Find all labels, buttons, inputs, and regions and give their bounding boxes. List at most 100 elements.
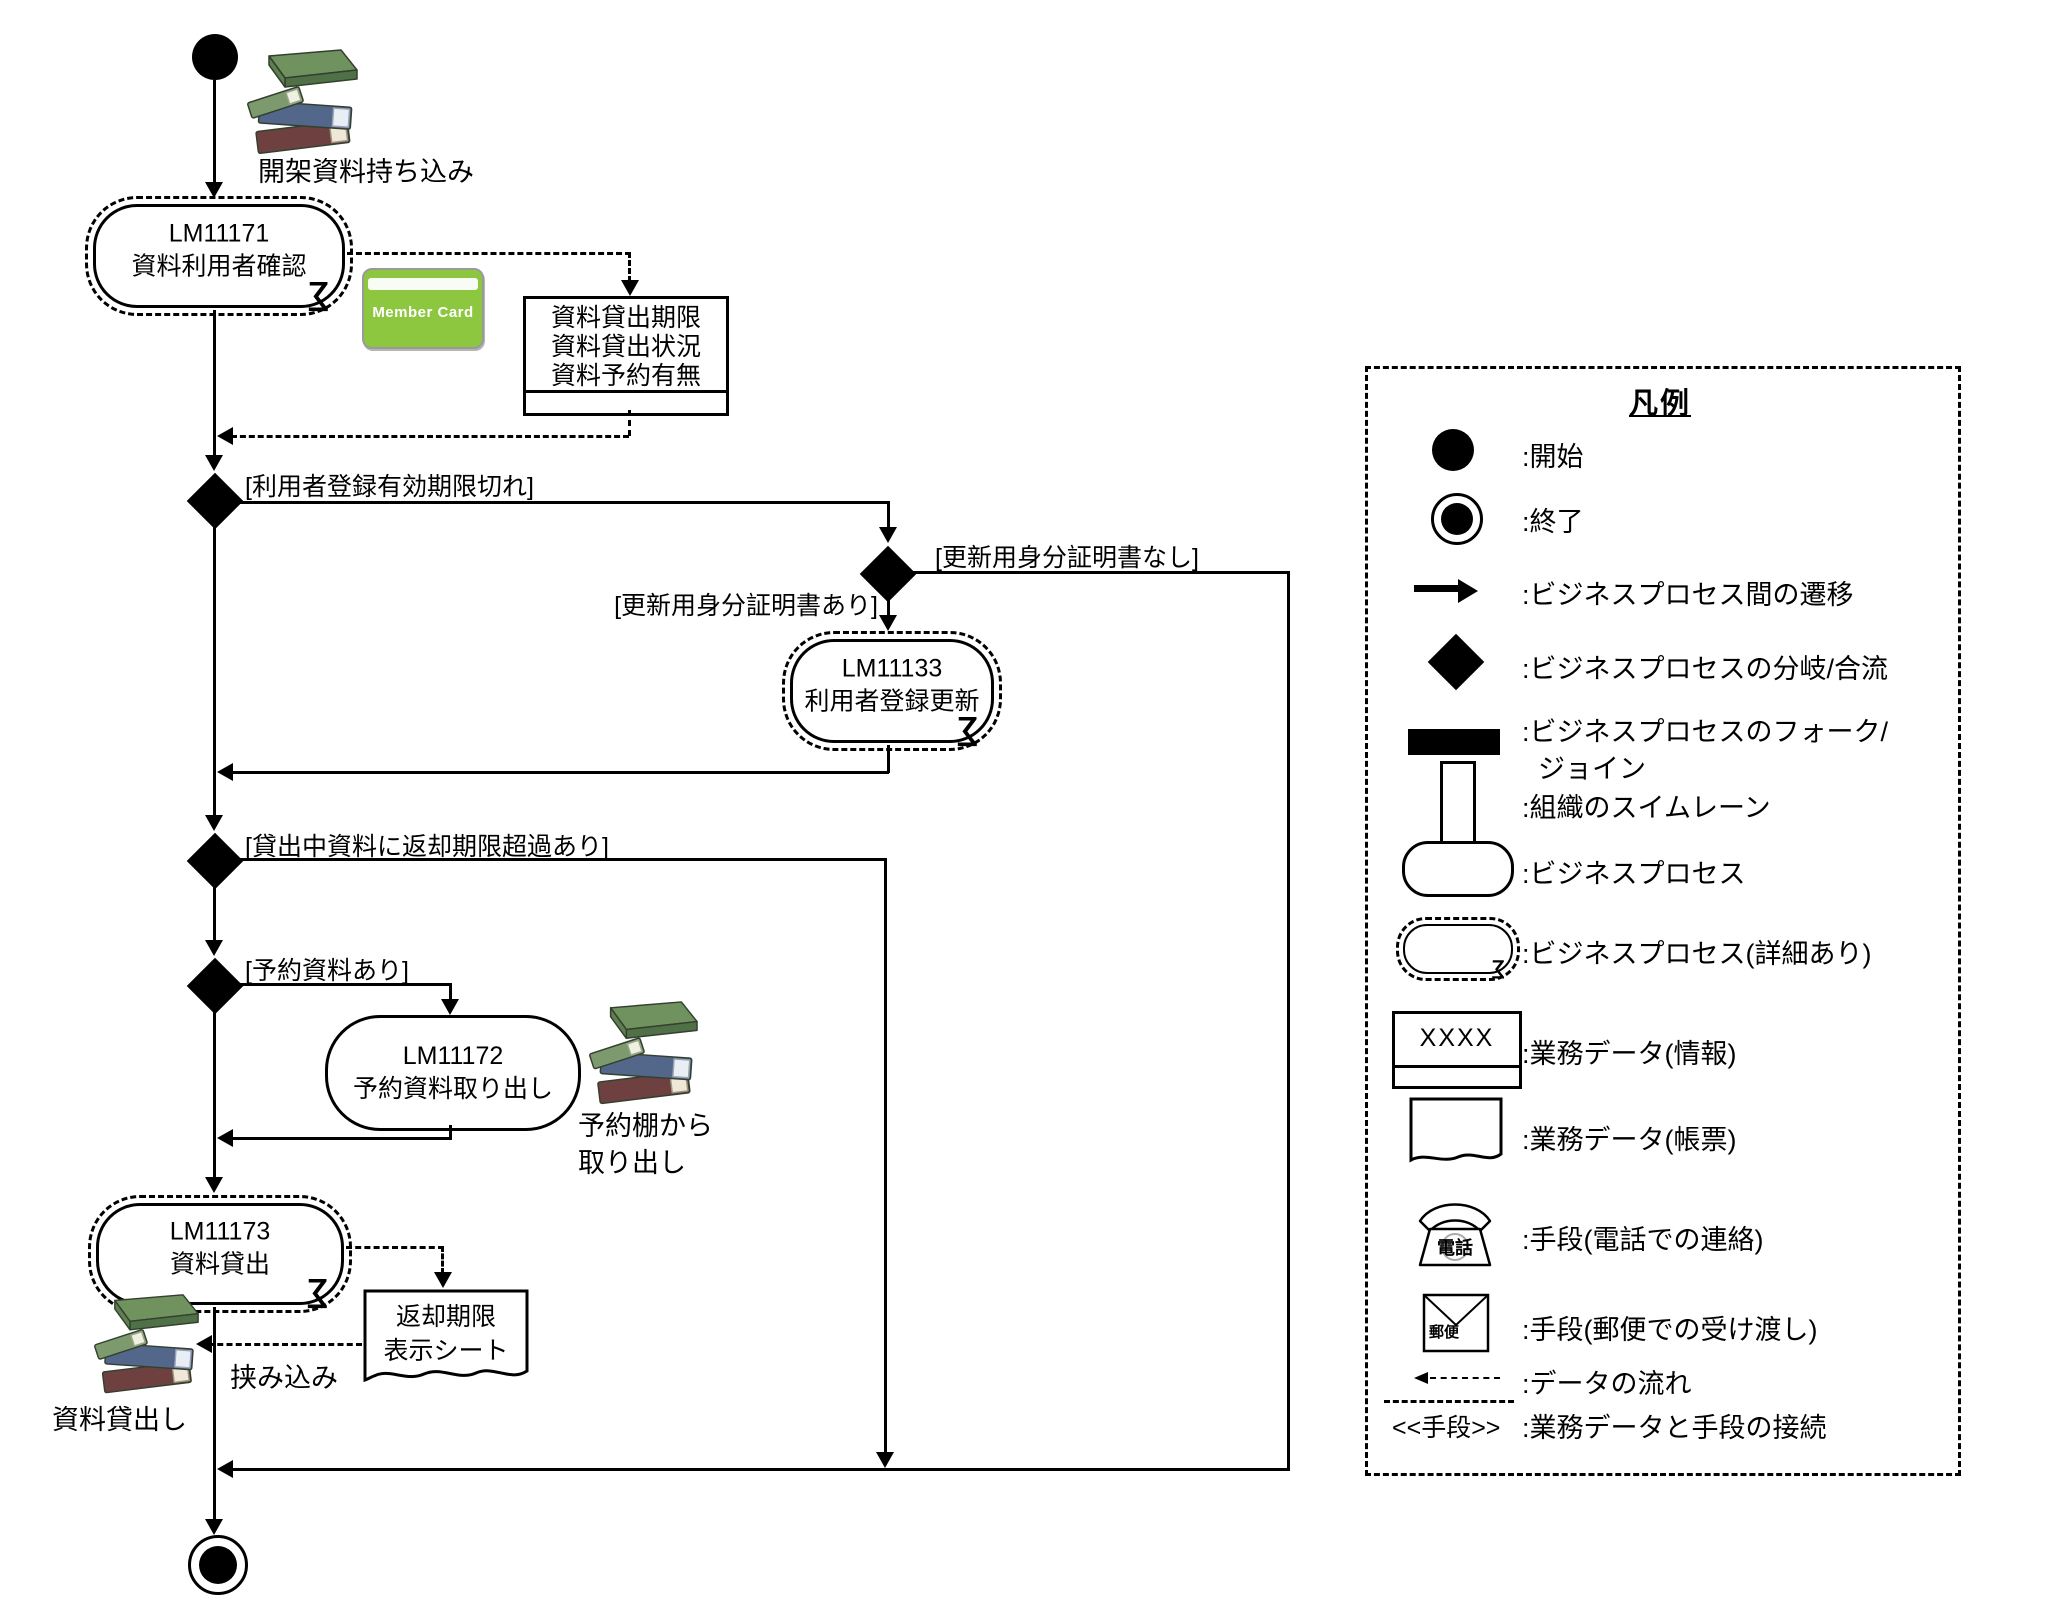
info-line: 資料貸出状況 [550,333,701,361]
business-data-info-box: 資料貸出期限 資料貸出状況 資料予約有無 [523,296,729,416]
edge-reserved-pick [449,983,452,999]
member-card-icon: Member Card [362,268,484,349]
subprocess-rake-icon: ∑ [306,1272,329,1308]
books-reserve-icon [588,1001,698,1105]
legend-start-icon [1432,429,1474,471]
edge-bottom-merge [231,1468,1290,1471]
books-lend-out-icon [93,1294,199,1394]
legend-label: :データの流れ [1522,1369,1692,1399]
legend-label: :ビジネスプロセスの分岐/合流 [1522,654,1889,684]
legend-dataflow-icon [1414,1372,1428,1384]
doc-line1: 返却期限 [395,1303,496,1331]
edge-overdue-bypass [884,858,887,1452]
arrowhead [205,815,223,831]
legend-transition-arrow-icon [1414,585,1458,592]
legend-phone-icon: 電話 [1418,1203,1492,1267]
arrowhead [205,940,223,956]
process-name: 予約資料取り出し [352,1075,553,1103]
info-box-divider [526,390,726,393]
arrowhead [205,1177,223,1193]
arrowhead [441,999,459,1015]
legend-label: :ビジネスプロセスのフォーク/ [1522,717,1889,747]
legend-transition-arrow-icon [1458,579,1478,603]
insert-label: 挟み込み [230,1363,338,1393]
member-card-label: Member Card [372,304,474,321]
legend-label: ジョイン [1538,754,1646,784]
branch-reserved [186,957,244,1015]
guard-reserved: [予約資料あり] [245,957,409,985]
info-line: 資料予約有無 [550,362,701,390]
guard-has-id: [更新用身分証明書あり] [614,592,878,620]
edge-pick-return [231,1137,452,1140]
member-card-stripe [368,278,478,290]
edge-pick-return [449,1125,452,1139]
process-LM11173-inner [96,1203,344,1305]
legend-fork-join-icon [1408,729,1500,755]
dataflow-check-to-info [347,252,631,255]
process-LM11171: LM11171 資料利用者確認 ∑ [85,196,353,316]
legend-label: :業務データ(帳票) [1522,1125,1737,1155]
legend-label: :組織のスイムレーン [1522,793,1771,823]
edge-branch4-lend [213,1012,216,1177]
legend-label: :ビジネスプロセス [1522,859,1746,889]
process-LM11133: LM11133 利用者登録更新 ∑ [782,631,1002,751]
legend-swimlane-icon [1440,761,1476,845]
process-LM11133-inner [790,639,994,743]
process-id: LM11133 [841,654,943,683]
legend-xxxx-text: XXXX [1419,1024,1495,1052]
dataflow-info-return [231,435,629,438]
pick-label-line2: 取り出し [578,1148,686,1178]
process-name: 資料貸出 [169,1250,270,1279]
legend-label: :業務データ(情報) [1522,1039,1737,1069]
arrowhead [217,427,233,445]
legend-label: :ビジネスプロセス間の遷移 [1522,580,1854,610]
legend-dataflow-icon [1430,1377,1500,1379]
dataflow-doc-to-books [208,1343,362,1346]
arrowhead [879,527,897,543]
arrowhead [217,763,233,781]
legend-process-detail-icon: ∑ [1396,917,1520,981]
dataflow-info-return [628,410,631,436]
process-id: LM11171 [168,219,270,248]
arrowhead [876,1452,894,1468]
doc-line2: 表示シート [383,1337,509,1365]
legend-means-connection-icon [1384,1400,1514,1403]
legend-phone-text: 電話 [1437,1237,1473,1258]
process-LM11171-inner [93,204,345,308]
process-id: LM11173 [169,1217,271,1246]
arrowhead [217,1460,233,1478]
arrowhead [621,280,639,296]
process-LM11172: LM11172 予約資料取り出し [325,1015,581,1131]
edge-lend-end [213,1307,216,1519]
legend-end-icon [1431,493,1483,545]
subprocess-rake-icon: ∑ [956,710,979,746]
arrowhead [205,1519,223,1535]
pick-label-line1: 予約棚から [578,1111,713,1141]
edge-renew-return [887,745,890,773]
arrowhead [879,615,897,631]
legend-data-info-icon: XXXX [1392,1011,1522,1089]
process-name: 資料利用者確認 [131,252,307,281]
legend-label: :ビジネスプロセス(詳細あり) [1522,939,1872,969]
dataflow-check-to-info [628,252,631,282]
process-name: 利用者登録更新 [804,687,980,716]
edge-no-id-bypass [1287,571,1290,1471]
edge-branch1-branch2 [240,501,890,504]
edge-renew-return [231,771,889,774]
legend-label: :業務データと手段の接続 [1522,1413,1827,1443]
legend-label: :手段(電話での連絡) [1522,1225,1764,1255]
edge-check-branch1 [213,310,216,455]
arrowhead [205,182,223,198]
bring-in-label: 開架資料持ち込み [258,157,474,187]
process-id: LM11172 [402,1042,504,1070]
arrowhead [196,1335,212,1353]
start-node [192,34,238,80]
edge-main-branch3 [213,527,216,815]
dataflow-lend-to-doc [346,1246,444,1249]
end-node-core [199,1546,237,1584]
legend-label: :開始 [1522,442,1584,472]
legend-title: 凡例 [1628,388,1691,420]
legend-means-text: <<手段>> [1392,1414,1501,1442]
legend-label: :手段(郵便での受け渡し) [1522,1315,1818,1345]
